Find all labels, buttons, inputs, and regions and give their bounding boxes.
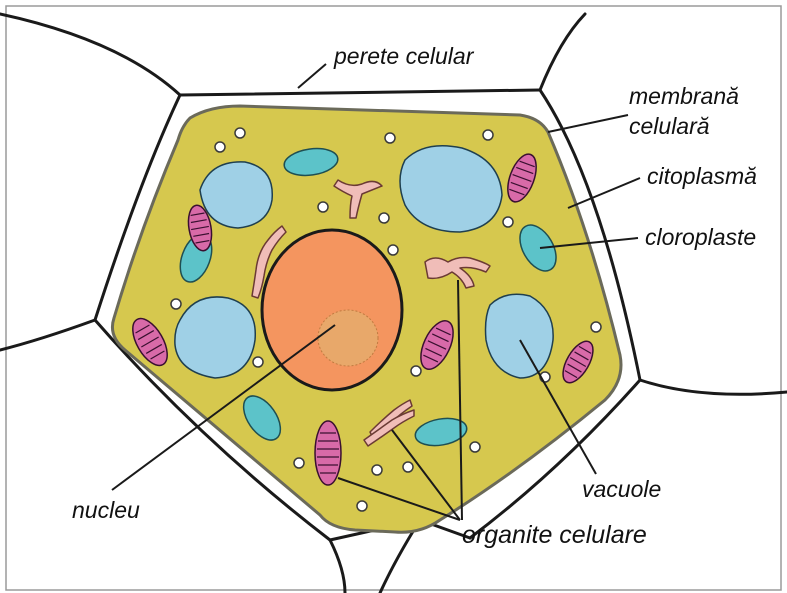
- label-membrane-line1: membrană: [629, 83, 739, 109]
- label-nucleus: nucleu: [72, 497, 140, 523]
- label-cytoplasm: citoplasmă: [647, 163, 757, 189]
- label-chloroplasts: cloroplaste: [645, 224, 756, 250]
- nucleus: [262, 230, 402, 390]
- vesicle: [403, 462, 413, 472]
- vacuole: [175, 297, 255, 378]
- vesicle: [388, 245, 398, 255]
- mitochondrion: [315, 421, 341, 485]
- vesicle: [318, 202, 328, 212]
- label-organelles: organite celulare: [462, 521, 647, 549]
- vesicle: [215, 142, 225, 152]
- vesicle: [385, 133, 395, 143]
- label-membrane-line2: celulară: [629, 113, 710, 139]
- vesicle: [294, 458, 304, 468]
- vesicle: [372, 465, 382, 475]
- vesicle: [411, 366, 421, 376]
- label-vacuoles: vacuole: [582, 476, 661, 502]
- label-cell-wall: perete celular: [333, 43, 475, 69]
- vesicle: [357, 501, 367, 511]
- vesicle: [171, 299, 181, 309]
- vesicle: [503, 217, 513, 227]
- vesicle: [253, 357, 263, 367]
- vesicle: [591, 322, 601, 332]
- vesicle: [379, 213, 389, 223]
- vesicle: [483, 130, 493, 140]
- vesicle: [235, 128, 245, 138]
- vesicle: [470, 442, 480, 452]
- nucleolus: [318, 310, 378, 366]
